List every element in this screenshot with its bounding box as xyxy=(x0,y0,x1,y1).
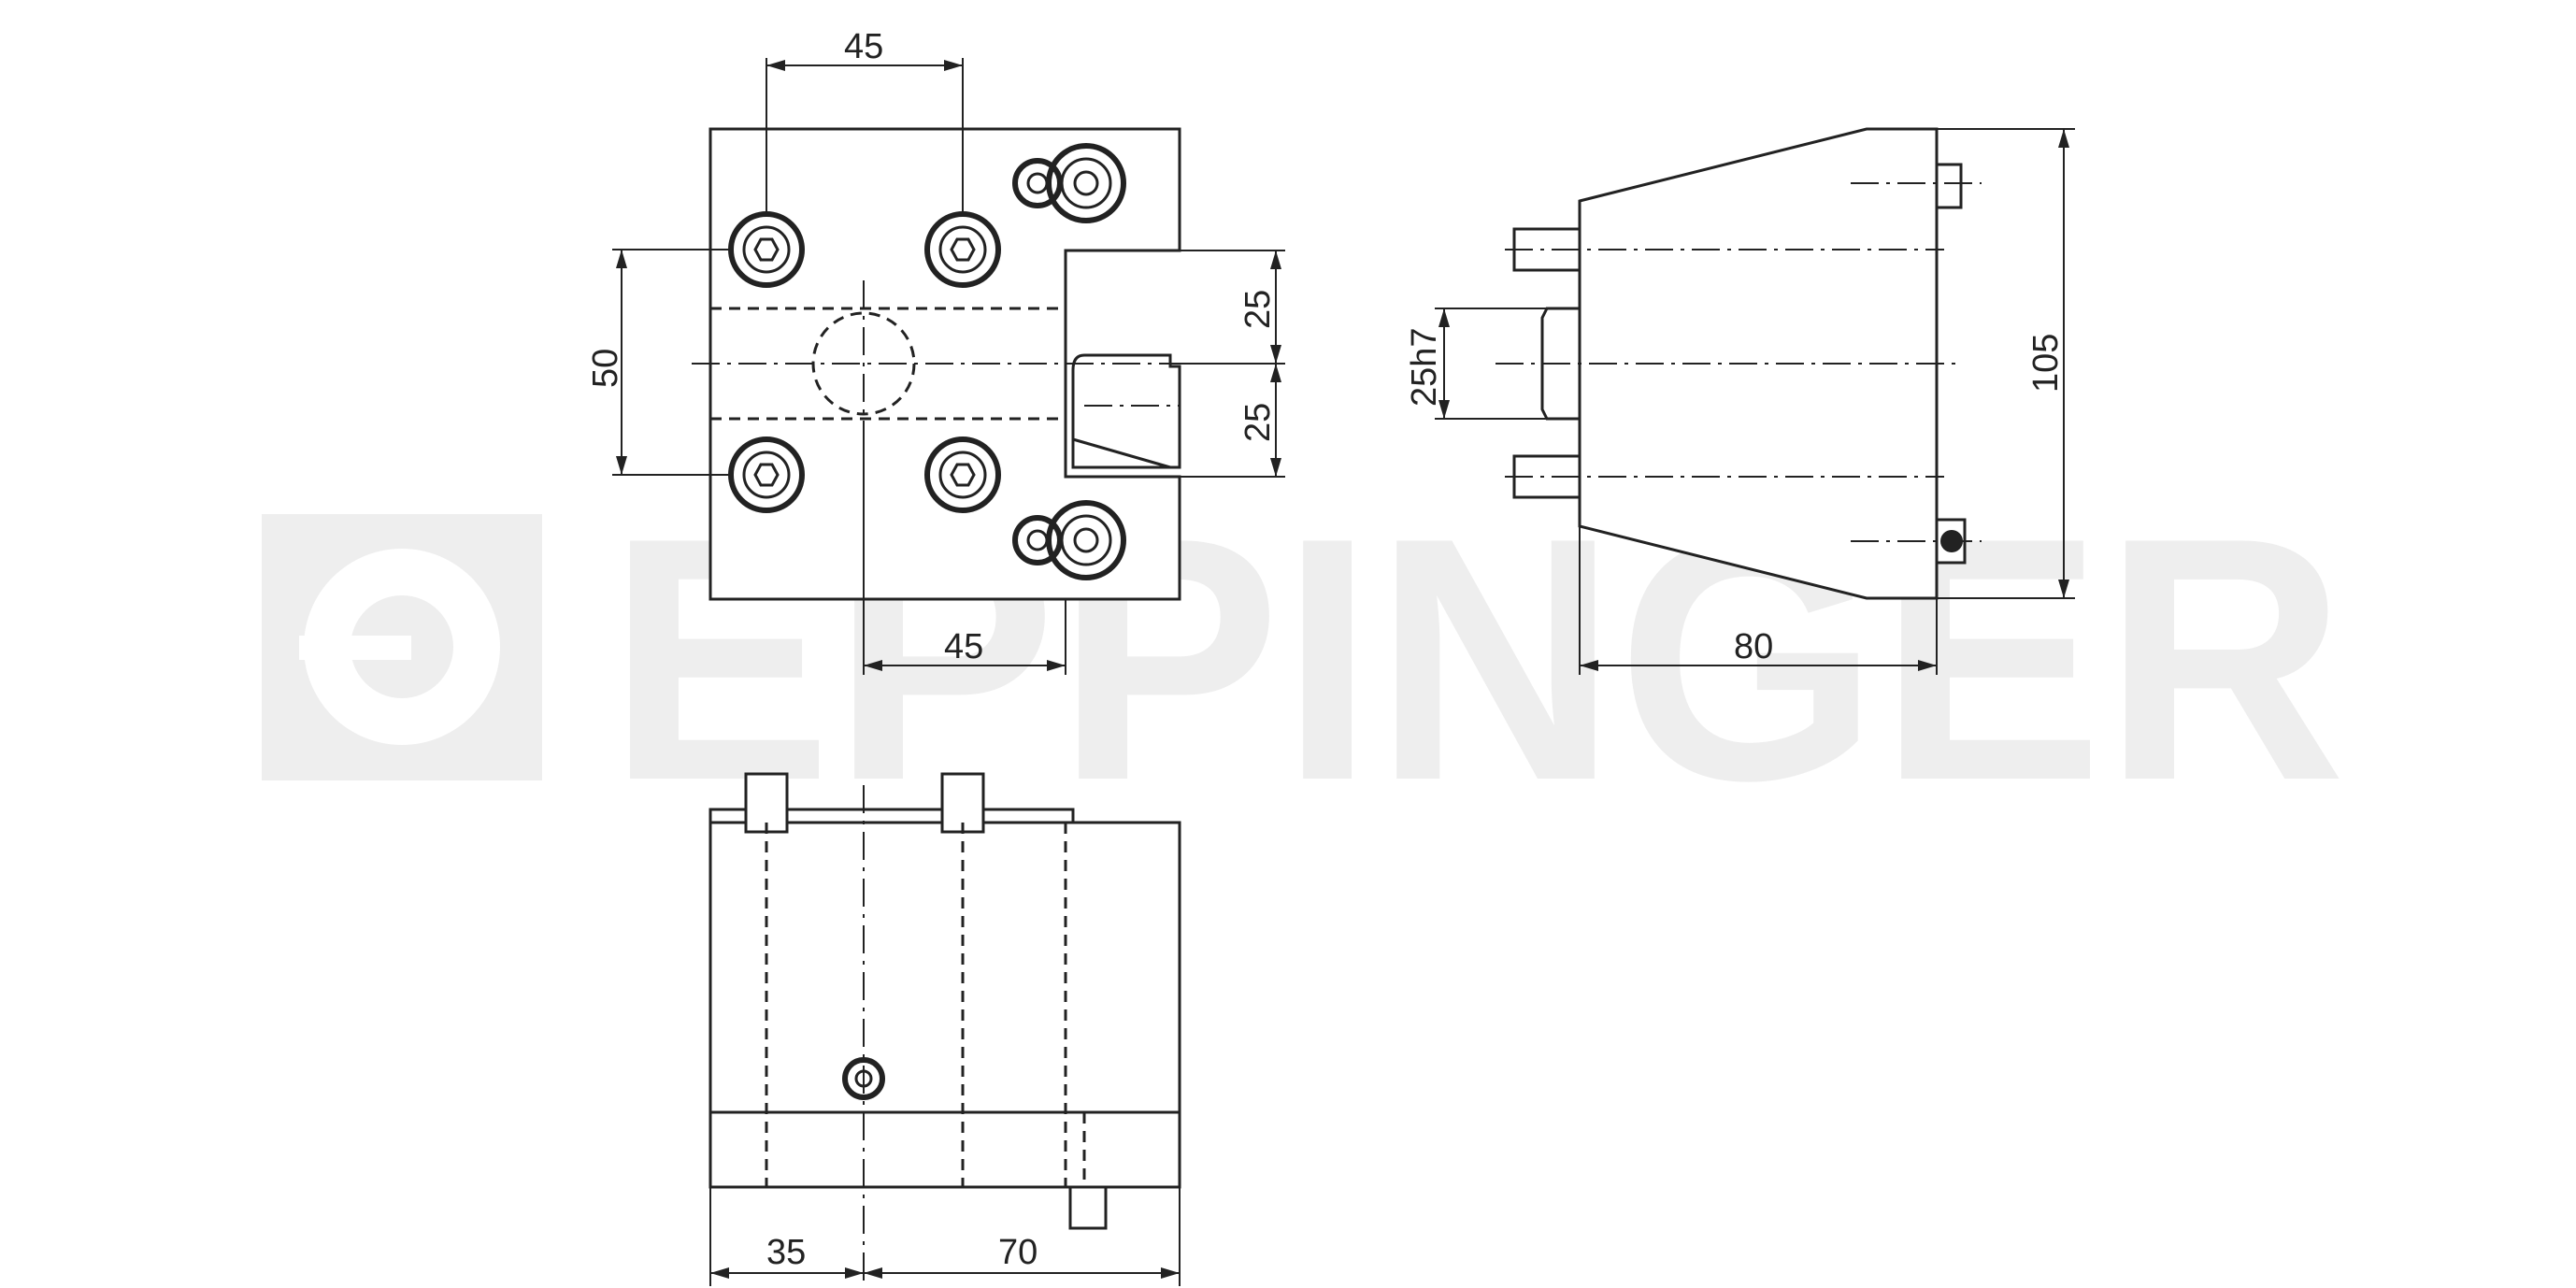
dim-label-side-105: 105 xyxy=(2026,334,2066,393)
front-coolant-screw-bottom xyxy=(1012,500,1126,580)
dim-label-front-left-50: 50 xyxy=(586,349,625,388)
dim-side-105: 105 xyxy=(1937,128,2075,599)
side-view: 25h7 105 80 xyxy=(1405,127,2075,675)
bottom-pin-left xyxy=(744,772,789,1187)
side-coolant-plug-bottom xyxy=(1851,518,1982,565)
bottom-screw xyxy=(842,1057,885,1100)
dim-label-side-25h7: 25h7 xyxy=(1405,327,1444,407)
dim-bottom-35-70: 35 70 xyxy=(709,1187,1181,1286)
side-pin-lower xyxy=(1505,454,1944,499)
bottom-view: 35 70 xyxy=(708,772,1181,1288)
side-pin-upper xyxy=(1505,227,1944,272)
dim-side-80: 80 xyxy=(1579,526,1938,675)
front-screw-bottom-left xyxy=(728,436,805,513)
bottom-pin-right xyxy=(940,772,985,1187)
dim-front-top-45: 45 xyxy=(766,27,964,215)
dim-front-bottom-45: 45 xyxy=(863,449,1066,675)
dim-label-bottom-70: 70 xyxy=(998,1233,1038,1272)
dim-label-side-80: 80 xyxy=(1734,627,1773,666)
dim-front-left-50: 50 xyxy=(586,249,729,476)
dim-label-bottom-35: 35 xyxy=(766,1233,806,1272)
dim-label-front-top-45: 45 xyxy=(844,27,883,66)
side-coolant-plug-top xyxy=(1851,163,1982,209)
dim-label-front-bottom-45: 45 xyxy=(944,627,983,666)
front-view: 45 50 25 25 xyxy=(586,27,1285,675)
bottom-body-outline xyxy=(708,821,1181,1189)
dim-front-right-25-25: 25 25 xyxy=(1180,250,1285,478)
front-coolant-screw-top xyxy=(1012,143,1126,223)
eppinger-logo xyxy=(262,514,542,780)
front-clamping-wedge xyxy=(1071,353,1181,469)
dim-label-front-lower-25: 25 xyxy=(1238,403,1278,442)
watermark: EPPINGER xyxy=(262,466,2346,852)
dim-label-front-upper-25: 25 xyxy=(1238,290,1278,329)
bottom-coolant-plug xyxy=(1019,1112,1108,1230)
dim-side-25h7: 25h7 xyxy=(1405,308,1580,420)
front-screw-bottom-right xyxy=(924,436,1001,513)
